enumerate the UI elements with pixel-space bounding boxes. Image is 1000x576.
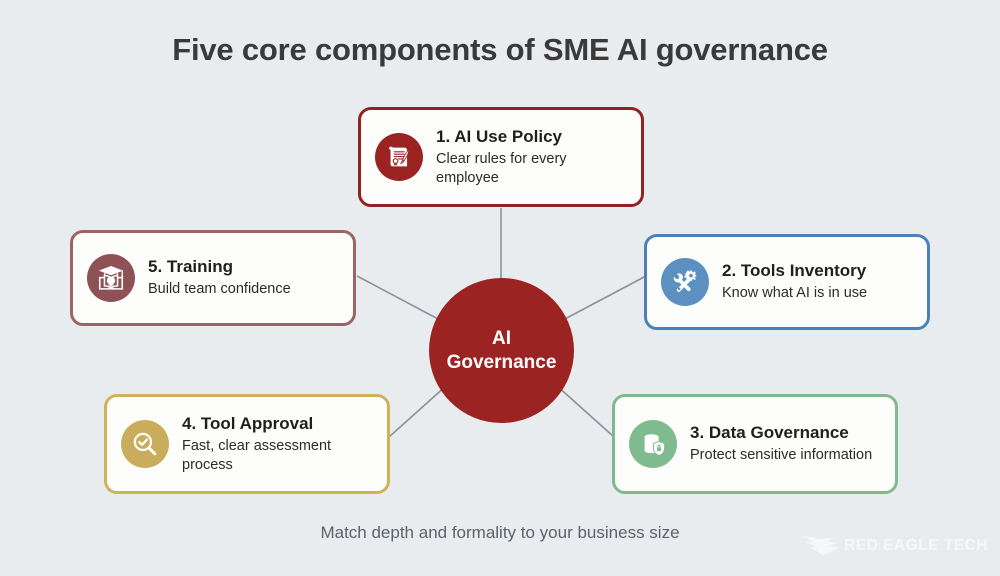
wrench-screwdriver-gear-icon: [661, 258, 709, 306]
card-title: 2. Tools Inventory: [722, 261, 867, 281]
connector-to-card-2: [562, 275, 647, 321]
component-card-tools-inventory[interactable]: 2. Tools Inventory Know what AI is in us…: [644, 234, 930, 330]
scroll-quill-icon: [375, 133, 423, 181]
card-description: Protect sensitive information: [690, 447, 873, 464]
card-title: 3. Data Governance: [690, 423, 849, 443]
page-title: Five core components of SME AI governanc…: [172, 32, 828, 67]
component-card-training[interactable]: 5. Training Build team confidence: [70, 230, 356, 326]
magnifier-check-icon: [121, 420, 169, 468]
eagle-icon: [799, 536, 840, 556]
hub-line-2: Governance: [446, 351, 557, 373]
graduation-cap-book-bulb-icon: [87, 254, 135, 302]
card-description: Know what AI is in use: [722, 285, 868, 302]
card-text-block: 5. Training Build team confidence: [148, 257, 339, 299]
brand-name: RED EAGLE TECH: [844, 537, 988, 554]
database-shield-lock-icon: [629, 420, 677, 468]
center-hub: AI Governance: [429, 278, 574, 423]
card-description: Fast, clear assessment process: [182, 438, 332, 473]
connector-to-card-5: [356, 275, 441, 321]
card-title: 1. AI Use Policy: [436, 126, 562, 146]
footer-note: Match depth and formality to your busine…: [320, 523, 680, 542]
card-description: Clear rules for every employee: [436, 151, 567, 186]
card-text-block: 3. Data Governance Protect sensitive inf…: [690, 423, 881, 465]
card-description: Build team confidence: [148, 281, 291, 298]
hub-line-1: AI: [492, 328, 511, 350]
card-text-block: 1. AI Use Policy Clear rules for every e…: [436, 127, 627, 187]
card-text-block: 2. Tools Inventory Know what AI is in us…: [722, 261, 913, 303]
card-text-block: 4. Tool Approval Fast, clear assessment …: [182, 414, 373, 474]
component-card-ai-use-policy[interactable]: 1. AI Use Policy Clear rules for every e…: [358, 107, 644, 207]
card-title: 4. Tool Approval: [182, 413, 314, 433]
card-title: 5. Training: [148, 257, 234, 277]
brand-logo: RED EAGLE TECH: [797, 531, 988, 561]
component-card-data-governance[interactable]: 3. Data Governance Protect sensitive inf…: [612, 394, 898, 494]
connector-to-card-3: [555, 384, 615, 438]
component-card-tool-approval[interactable]: 4. Tool Approval Fast, clear assessment …: [104, 394, 390, 494]
connector-to-card-4: [388, 384, 448, 438]
